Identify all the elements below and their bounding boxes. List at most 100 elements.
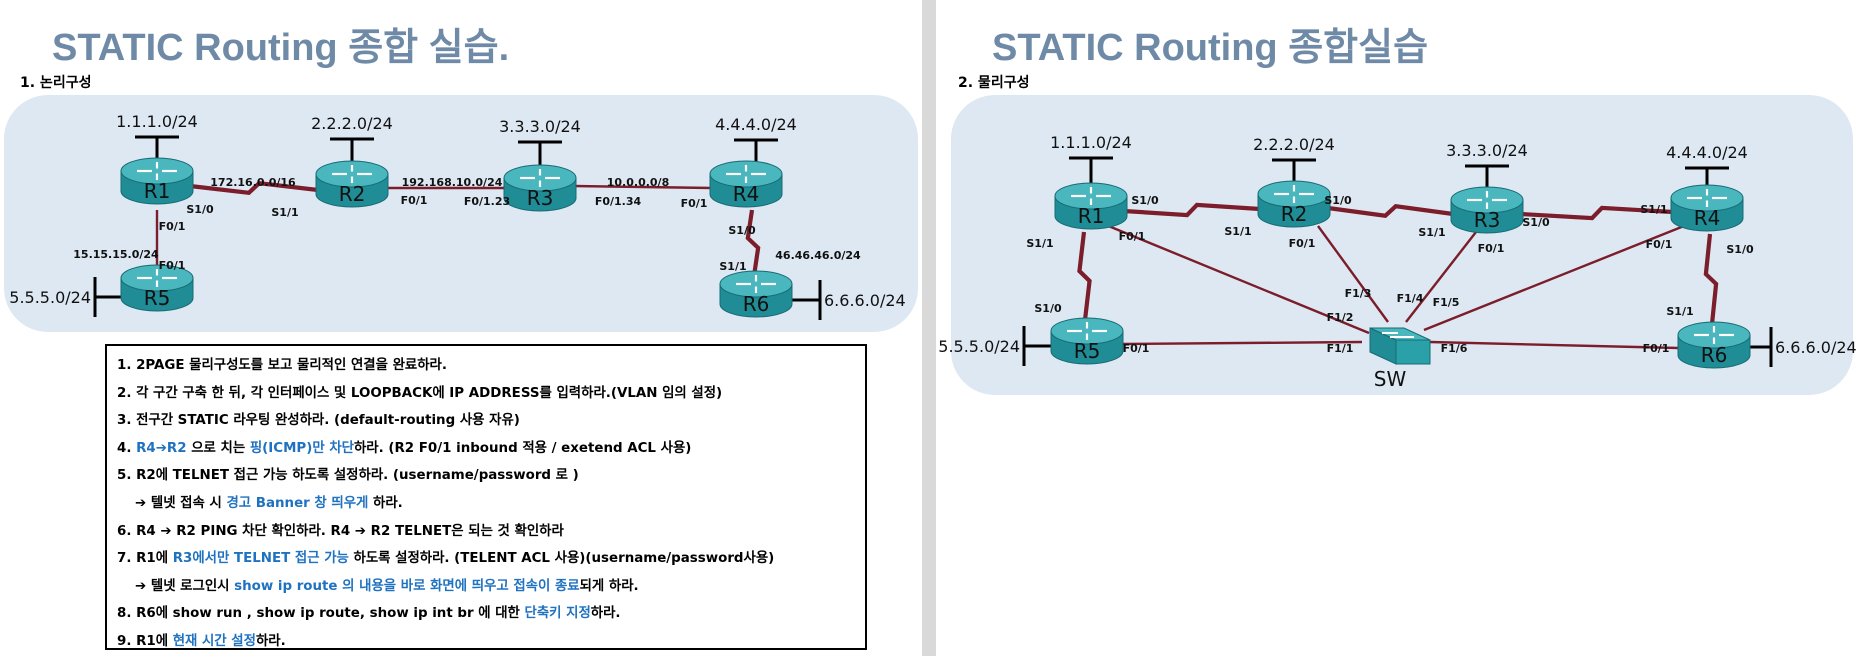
serial-link-r4-r6 (745, 209, 761, 277)
network-label: 6.6.6.0/24 (824, 291, 906, 310)
network-label: 5.5.5.0/24 (9, 288, 91, 307)
interface-label: F0/1 (1119, 230, 1146, 243)
interface-label: F1/4 (1397, 292, 1424, 305)
router-label: R4 (733, 182, 760, 206)
interface-label: F0/1.23 (464, 195, 510, 208)
slide-divider (922, 0, 936, 656)
network-label: 3.3.3.0/24 (499, 117, 581, 136)
router-label: R5 (144, 286, 171, 310)
slide-subtitle: 1. 논리구성 (20, 75, 92, 91)
serial-link-r3-r4 (1520, 205, 1674, 221)
interface-label: F1/1 (1327, 342, 1354, 355)
task-item: 6. R4 ➔ R2 PING 차단 확인하라. R4 ➔ R2 TELNET은… (117, 523, 564, 539)
interface-label: F0/1 (1289, 237, 1316, 250)
router-label: R6 (743, 292, 770, 316)
task-item: 2. 각 구간 구축 한 뒤, 각 인터페이스 및 LOOPBACK에 IP A… (117, 385, 723, 401)
logical-topology-diagram: 1.1.1.0/24 2.2.2.0/24 3.3.3.0/24 4.4.4.0/24… (9, 112, 906, 320)
link-network-label: 15.15.15.0/24 (73, 248, 159, 261)
network-label: 4.4.4.0/24 (1666, 143, 1748, 162)
interface-label: S1/1 (1026, 237, 1053, 250)
interface-label: F0/1 (401, 194, 428, 207)
interface-label: F0/1 (159, 259, 186, 272)
interface-label: S1/1 (1418, 226, 1445, 239)
interface-label: F0/1 (1646, 238, 1673, 251)
router-r4: R4 (1670, 184, 1744, 232)
interface-label: S1/0 (1726, 243, 1754, 256)
interface-label: S1/1 (1666, 305, 1693, 318)
router-top (1054, 182, 1128, 210)
task-item: 7. R1에 R3에서만 TELNET 접근 가능 하도록 설정하라. (TEL… (117, 551, 775, 567)
router-top (719, 270, 793, 298)
router-label: R6 (1701, 343, 1728, 367)
router-top (503, 164, 577, 192)
task-item: 3. 전구간 STATIC 라우팅 완성하라. (default-routing… (117, 413, 520, 429)
network-label: 3.3.3.0/24 (1446, 141, 1528, 160)
network-label: 5.5.5.0/24 (938, 337, 1020, 356)
interface-label: F1/5 (1433, 296, 1460, 309)
task-item: 8. R6에 show run , show ip route, show ip… (117, 606, 621, 622)
router-r6: R6 (719, 270, 793, 318)
router-label: R2 (1281, 202, 1308, 226)
task-item: ➔ 텔넷 접속 시 경고 Banner 창 띄우게 하라. (135, 495, 403, 511)
router-label: R3 (527, 186, 554, 210)
router-top (1677, 321, 1751, 349)
interface-label: F0/1 (1643, 342, 1670, 355)
link-network-label: 172.16.0.0/16 (210, 176, 296, 189)
router-r1: R1 (1054, 182, 1128, 230)
serial-link-r2-r3 (1327, 204, 1454, 218)
interface-label: F1/6 (1441, 342, 1468, 355)
router-top (120, 157, 194, 185)
router-top (1050, 317, 1124, 345)
ethernet-link-r1-sw (1105, 223, 1370, 335)
router-top (709, 160, 783, 188)
serial-link-r4-r6 (1703, 233, 1719, 325)
slide-subtitle: 2. 물리구성 (958, 75, 1030, 91)
router-label: R4 (1694, 206, 1721, 230)
task-item: 1. 2PAGE 물리구성도를 보고 물리적인 연결을 완료하라. (117, 358, 447, 373)
task-item: 4. R4➔R2 으로 치는 핑(ICMP)만 차단하라. (R2 F0/1 i… (117, 440, 692, 456)
interface-label: S1/0 (728, 224, 756, 237)
router-r4: R4 (709, 160, 783, 208)
ethernet-link-r2-sw (1317, 225, 1389, 323)
task-item: 5. R2에 TELNET 접근 가능 하도록 설정하라. (username/… (117, 468, 579, 484)
link-network-label: 46.46.46.0/24 (775, 249, 861, 262)
network-label: 4.4.4.0/24 (715, 115, 797, 134)
interface-label: S1/0 (1131, 194, 1159, 207)
router-r3: R3 (503, 164, 577, 212)
network-label: 1.1.1.0/24 (116, 112, 198, 131)
task-list: 1. 2PAGE 물리구성도를 보고 물리적인 연결을 완료하라. 2. 각 구간… (105, 344, 867, 650)
ethernet-link-r3-r4 (573, 184, 713, 190)
router-label: R1 (144, 179, 171, 203)
interface-label: S1/1 (1224, 225, 1251, 238)
slide-logical: STATIC Routing 종합 실습. 1. 논리구성 1.1.1.0/24… (0, 0, 922, 656)
ethernet-link-r4-sw (1423, 224, 1685, 332)
interface-label: F0/1 (1123, 342, 1150, 355)
ethernet-link-r3-sw (1405, 231, 1477, 323)
switch-front (1395, 339, 1431, 365)
task-item: 9. R1에 현재 시간 설정하라. (117, 633, 286, 649)
switch-label: SW (1374, 367, 1407, 391)
router-top (1450, 186, 1524, 214)
interface-label: S1/1 (1640, 203, 1667, 216)
interface-label: S1/0 (186, 203, 214, 216)
interface-label: S1/0 (1034, 302, 1062, 315)
interface-label: F1/2 (1327, 311, 1354, 324)
router-label: R2 (339, 182, 366, 206)
serial-link-r1-r2 (189, 180, 319, 196)
router-label: R3 (1474, 208, 1501, 232)
router-r6: R6 (1677, 321, 1751, 369)
router-top (120, 264, 194, 292)
network-label: 2.2.2.0/24 (311, 114, 393, 133)
task-item: ➔ 텔넷 로그인시 show ip route 의 내용을 바로 화면에 띄우고… (135, 578, 639, 594)
serial-link-r1-r5 (1077, 231, 1092, 321)
link-network-label: 10.0.0.0/8 (607, 176, 669, 189)
ethernet-link-r6-sw (1429, 340, 1679, 350)
network-label: 1.1.1.0/24 (1050, 133, 1132, 152)
router-r2: R2 (1257, 180, 1331, 228)
interface-label: S1/0 (1522, 216, 1550, 229)
interface-label: F1/3 (1345, 287, 1372, 300)
router-top (1670, 184, 1744, 212)
interface-label: F0/1 (681, 197, 708, 210)
